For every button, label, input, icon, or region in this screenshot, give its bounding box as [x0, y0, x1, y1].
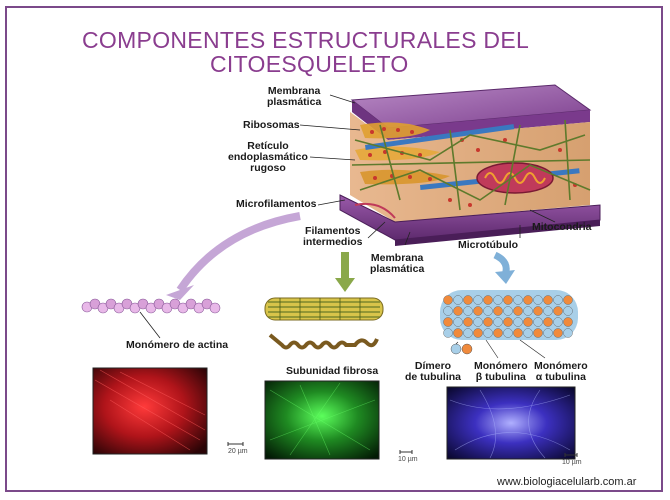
label-membrana-bottom-line1: Membrana [370, 252, 424, 264]
arrow-head-microtubule [495, 270, 515, 284]
footer-url: www.biologiacelularb.com.ar [497, 476, 637, 488]
arrow-head-actin [166, 285, 194, 300]
leader-lines [299, 94, 556, 246]
label-filamentos-intermedios: Filamentos intermedios [303, 226, 363, 248]
label-filamentos-line1: Filamentos [305, 225, 361, 237]
micrograph-actin [92, 367, 208, 455]
label-monomero-alpha: Monómero α tubulina [534, 361, 588, 383]
label-microfilamentos: Microfilamentos [236, 198, 317, 210]
label-membrana-top: Membrana plasmática [267, 86, 321, 108]
label-reticulo-line1: Retículo [247, 140, 289, 152]
label-monomero-actina: Monómero de actina [126, 339, 229, 351]
actin-filament [81, 298, 221, 314]
label-reticulo: Retículo endoplasmático rugoso [228, 141, 308, 174]
arrow-head-intermediate [335, 278, 355, 292]
label-mono-beta-line2: β tubulina [475, 371, 526, 383]
label-mono-alpha-line1: Monómero [534, 360, 588, 372]
label-subunidad-fibrosa: Subunidad fibrosa [286, 365, 379, 377]
label-dimero-line2: de tubulina [405, 371, 461, 383]
intermediate-filament [264, 297, 384, 350]
label-mono-beta-line1: Monómero [474, 360, 528, 372]
label-dimero-tubulina: Dímero de tubulina [405, 361, 461, 383]
slide-border [5, 6, 663, 492]
label-mono-alpha-line2: α tubulina [535, 371, 586, 383]
label-reticulo-line2: endoplasmático [228, 151, 308, 163]
cell-block-illustration [339, 84, 601, 246]
label-monomero-beta: Monómero β tubulina [474, 361, 528, 383]
arrow-to-intermediate [341, 252, 349, 280]
label-reticulo-line3: rugoso [250, 162, 286, 174]
label-membrana-top-line2: plasmática [267, 96, 322, 108]
label-membrana-bottom-line2: plasmática [370, 263, 425, 275]
title-line-1: COMPONENTES ESTRUCTURALES DEL [82, 27, 530, 53]
label-dimero-line1: Dímero [414, 360, 452, 372]
scale-label-actin: 20 µm [228, 448, 248, 455]
label-membrana-bottom: Membrana plasmática [370, 253, 424, 275]
title-line-2: CITOESQUELETO [210, 51, 409, 77]
label-microtubulo: Microtúbulo [458, 239, 519, 251]
micrograph-microtubule [446, 386, 576, 460]
label-mitocondria: Mitocondria [532, 221, 592, 233]
label-ribosomas: Ribosomas [243, 119, 300, 131]
label-filamentos-line2: intermedios [303, 236, 363, 248]
scale-label-tubule: 10 µm [562, 459, 582, 466]
arrow-to-actin [176, 212, 301, 293]
label-membrana-top-line1: Membrana [267, 85, 321, 97]
microtubule-cylinder [440, 290, 578, 359]
micrograph-intermediate [264, 380, 380, 460]
scale-label-intermediate: 10 µm [398, 456, 418, 463]
